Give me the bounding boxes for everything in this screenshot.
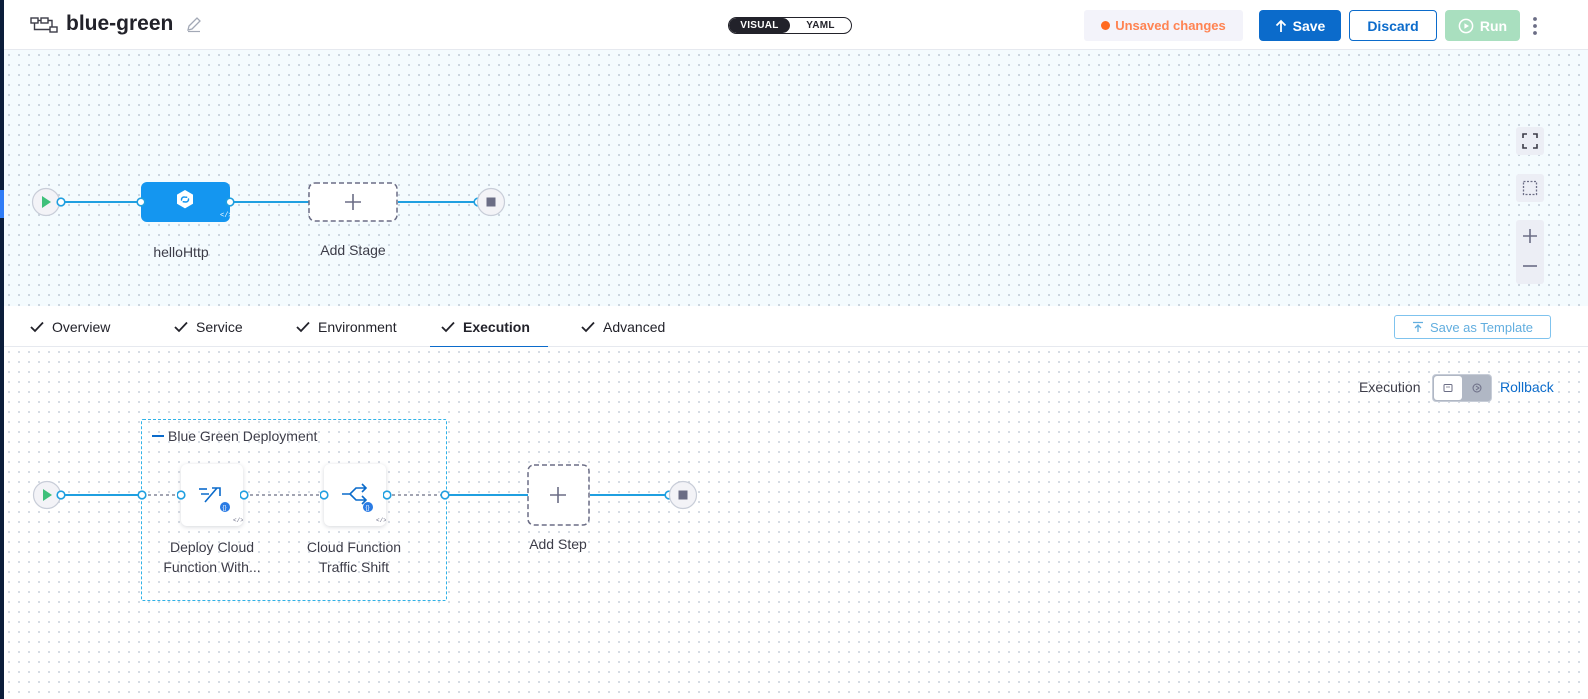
google-cloud-function-icon (177, 190, 193, 209)
toggle-knob (1434, 376, 1462, 400)
step-1-output-port-dot (240, 490, 249, 500)
step-1-label-line1: Deploy Cloud (169, 539, 255, 555)
zoom-controls (1516, 220, 1544, 284)
step-group-blue-green[interactable] (141, 419, 447, 601)
step-2-label-line2: Traffic Shift (318, 559, 390, 575)
stage-graph: </> (31, 182, 506, 222)
step-group-title[interactable]: Blue Green Deployment (152, 428, 317, 444)
run-label: Run (1479, 17, 1508, 34)
left-nav-rail (0, 0, 4, 699)
step-cloud-function-traffic-shift[interactable]: {} </> (324, 464, 387, 526)
svg-text:</>: </> (220, 212, 233, 220)
zoom-in-icon[interactable] (1516, 220, 1544, 252)
tab-advanced[interactable]: Advanced (581, 306, 665, 347)
collapse-group-icon[interactable] (152, 435, 164, 437)
execution-end-node[interactable] (668, 480, 698, 510)
step-group-title-text: Blue Green Deployment (168, 428, 318, 444)
stage-label-hellohttp: helloHttp (153, 244, 209, 260)
step-1-label-line2: Function With... (163, 559, 261, 575)
save-as-template-button[interactable]: Save as Template (1394, 315, 1551, 339)
save-button[interactable]: Save (1259, 10, 1341, 41)
pipeline-header: blue-green VISUAL YAML Unsaved changes S… (4, 0, 1588, 50)
execution-canvas[interactable]: Execution Rollback Blue Green Deployment (4, 347, 1588, 699)
run-button[interactable]: Run (1445, 10, 1520, 41)
pipeline-stage-canvas[interactable]: </> helloHttp Add Stage (4, 50, 1588, 306)
unsaved-changes-badge[interactable]: Unsaved changes (1084, 10, 1243, 41)
zoom-out-icon[interactable] (1516, 252, 1544, 284)
execution-mode-label: Execution (1359, 379, 1421, 395)
save-as-template-label: Save as Template (1429, 319, 1534, 335)
step-1-input-port (177, 464, 186, 526)
tab-overview[interactable]: Overview (30, 306, 110, 347)
tab-execution-label: Execution (463, 318, 530, 335)
yaml-toggle-option[interactable]: YAML (806, 20, 835, 31)
add-stage-label: Add Stage (320, 242, 386, 258)
rollback-link[interactable]: Rollback (1500, 379, 1554, 395)
discard-label: Discard (1367, 17, 1419, 34)
visual-yaml-toggle[interactable]: VISUAL YAML (728, 17, 852, 34)
tab-service[interactable]: Service (174, 306, 243, 347)
unsaved-dot-icon (1101, 21, 1111, 30)
pipeline-title: blue-green (66, 12, 174, 35)
tab-environment[interactable]: Environment (296, 306, 397, 347)
traffic-shift-icon: {} </> (342, 483, 387, 524)
visual-toggle-option[interactable]: VISUAL (729, 18, 790, 33)
add-step-label: Add Step (529, 536, 587, 552)
unsaved-label: Unsaved changes (1115, 18, 1226, 33)
tab-advanced-label: Advanced (603, 318, 666, 335)
stage-start-node[interactable] (31, 187, 61, 217)
check-icon (441, 321, 455, 332)
add-step-node[interactable] (527, 464, 590, 526)
check-icon (30, 321, 44, 332)
upload-arrow-icon (1275, 19, 1286, 32)
more-options-icon[interactable] (1528, 15, 1542, 37)
left-nav-active-marker (0, 190, 4, 218)
step-label-traffic-shift: Cloud Function Traffic Shift (296, 537, 412, 577)
tab-overview-label: Overview (52, 318, 111, 335)
step-2-output-port-dot (383, 490, 392, 500)
play-circle-icon (1458, 18, 1474, 33)
step-deploy-cloud-function[interactable]: {} </> (181, 464, 244, 526)
execution-graph (32, 464, 698, 526)
step-2-output-port (383, 464, 392, 526)
svg-text:</>: </> (376, 517, 386, 524)
pipeline-icon (30, 17, 58, 33)
deploy-cloud-function-icon: {} </> (199, 487, 244, 524)
tab-environment-label: Environment (318, 318, 397, 335)
execution-rollback-toggle[interactable] (1432, 374, 1492, 402)
save-label: Save (1292, 17, 1326, 34)
step-1-input-port-dot (177, 490, 186, 500)
step-label-deploy-cloud-function: Deploy Cloud Function With... (154, 537, 270, 577)
execution-rollback-icons (1443, 383, 1482, 393)
fullscreen-icon (1522, 133, 1538, 149)
check-icon (174, 321, 188, 332)
add-stage-node[interactable] (308, 182, 398, 222)
discard-button[interactable]: Discard (1349, 10, 1437, 41)
tab-service-label: Service (196, 318, 243, 335)
stage-node-hellohttp[interactable]: </> (141, 182, 233, 222)
fit-to-screen-button[interactable] (1516, 174, 1544, 202)
step-1-output-port (240, 464, 249, 526)
stage-tabs: Overview Service Environment Execution A… (4, 306, 1588, 348)
step-2-input-port-dot (320, 490, 329, 500)
edit-pencil-icon[interactable] (185, 15, 203, 33)
template-upload-icon (1412, 321, 1423, 332)
svg-text:{}: {} (223, 506, 227, 512)
tab-execution[interactable]: Execution (430, 306, 548, 348)
svg-text:{}: {} (366, 506, 370, 512)
svg-text:</>: </> (233, 517, 243, 524)
fullscreen-button[interactable] (1516, 127, 1544, 155)
step-2-label-line1: Cloud Function (306, 539, 402, 555)
step-2-input-port (320, 464, 329, 526)
check-icon (296, 321, 310, 332)
stage-end-node[interactable] (476, 187, 506, 217)
fit-screen-icon (1522, 180, 1538, 196)
check-icon (581, 321, 595, 332)
